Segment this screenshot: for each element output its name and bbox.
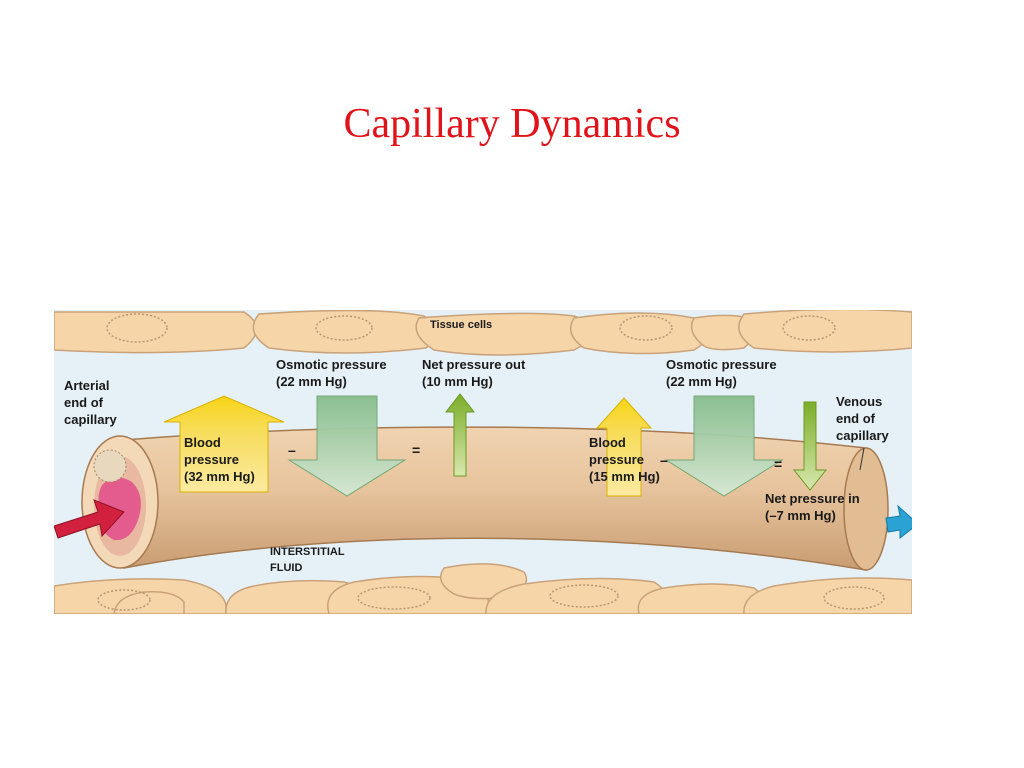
venous-equals-sign: = xyxy=(774,456,782,472)
arterial-end-label-line1: Arterial xyxy=(64,378,110,393)
blood-inflow-arrow xyxy=(53,499,125,539)
arterial-end-label-line3: capillary xyxy=(64,412,118,427)
bottom-tissue-cells xyxy=(53,563,913,615)
net-pressure-out-label-line1: Net pressure out xyxy=(422,357,526,372)
slide-title: Capillary Dynamics xyxy=(343,101,681,147)
venous-osmotic-label-line2: (22 mm Hg) xyxy=(666,374,737,389)
arterial-minus-sign: – xyxy=(288,442,296,458)
net-pressure-in-label-line1: Net pressure in xyxy=(765,491,860,506)
net-pressure-in-arrow xyxy=(792,401,828,491)
arterial-end-label-line2: end of xyxy=(64,395,104,410)
arterial-cross-section xyxy=(81,435,159,569)
net-pressure-out-arrow xyxy=(444,393,476,477)
venous-end xyxy=(843,447,889,571)
venous-end-label-line2: end of xyxy=(836,411,876,426)
arterial-equals-sign: = xyxy=(412,442,420,458)
interstitial-fluid-label-line2: FLUID xyxy=(270,562,302,574)
venous-leader-line xyxy=(859,447,865,471)
arterial-blood-pressure-label-line3: (32 mm Hg) xyxy=(184,469,255,484)
arterial-blood-pressure-arrow xyxy=(163,395,285,493)
venous-osmotic-arrow xyxy=(664,395,784,497)
arterial-blood-pressure-label-line2: pressure xyxy=(184,452,239,467)
arterial-osmotic-arrow xyxy=(287,395,407,497)
capillary-dynamics-diagram: Tissue cells Arterial end of capillary O… xyxy=(53,308,919,615)
tissue-cells-label: Tissue cells xyxy=(430,319,492,331)
net-pressure-in-label-line2: (–7 mm Hg) xyxy=(765,508,836,523)
venous-osmotic-label-line1: Osmotic pressure xyxy=(666,357,777,372)
venous-blood-pressure-label-line1: Blood xyxy=(589,435,626,450)
venous-minus-sign: – xyxy=(660,452,668,468)
top-tissue-cells xyxy=(53,308,913,356)
net-pressure-out-label-line2: (10 mm Hg) xyxy=(422,374,493,389)
arterial-osmotic-label-line1: Osmotic pressure xyxy=(276,357,387,372)
venous-end-label-line3: capillary xyxy=(836,428,890,443)
venous-blood-pressure-label-line3: (15 mm Hg) xyxy=(589,469,660,484)
interstitial-fluid-label-line1: INTERSTITIAL xyxy=(270,546,345,558)
arterial-osmotic-label-line2: (22 mm Hg) xyxy=(276,374,347,389)
blood-outflow-arrow xyxy=(885,504,919,540)
venous-blood-pressure-arrow xyxy=(595,397,653,497)
venous-blood-pressure-label-line2: pressure xyxy=(589,452,644,467)
venous-end-label-line1: Venous xyxy=(836,394,882,409)
arterial-blood-pressure-label-line1: Blood xyxy=(184,435,221,450)
